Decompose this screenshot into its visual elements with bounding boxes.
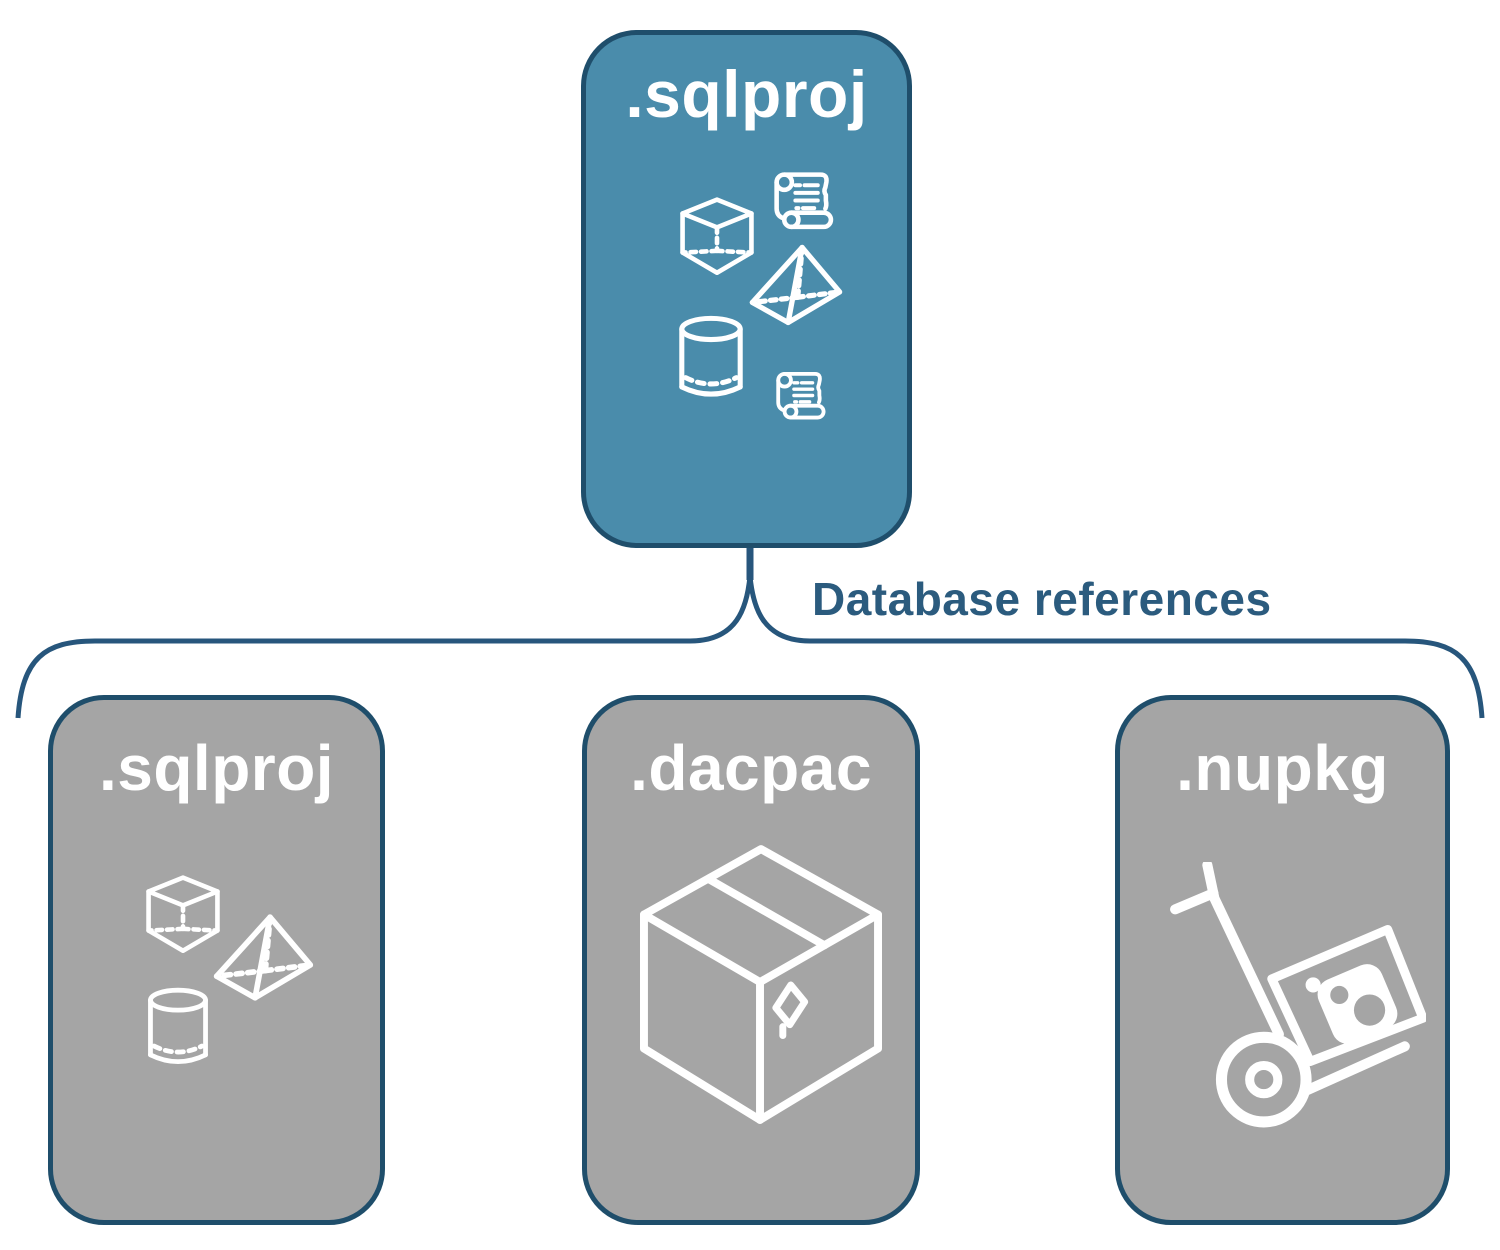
brace-connector <box>15 548 1485 719</box>
root-node-label: .sqlproj <box>625 57 868 131</box>
root-node-sqlproj: .sqlproj <box>581 30 912 548</box>
scroll-icon <box>771 368 827 423</box>
pyramid-3d-icon <box>748 241 844 329</box>
pyramid-3d-icon <box>212 910 315 1005</box>
database-cylinder-icon <box>677 315 745 403</box>
child-node-label: .nupkg <box>1176 732 1389 804</box>
scroll-icon <box>768 168 835 233</box>
child-node-nupkg: .nupkg <box>1115 695 1450 1225</box>
child-node-label: .sqlproj <box>98 732 335 804</box>
child-node-sqlproj: .sqlproj <box>48 695 385 1225</box>
connector-label: Database references <box>812 573 1272 625</box>
hand-truck-package-icon <box>1164 862 1426 1134</box>
child-node-label: .dacpac <box>630 732 872 804</box>
database-cylinder-icon <box>146 987 210 1070</box>
package-box-icon <box>640 845 882 1125</box>
child-node-dacpac: .dacpac <box>582 695 920 1225</box>
cube-3d-icon <box>675 195 759 279</box>
